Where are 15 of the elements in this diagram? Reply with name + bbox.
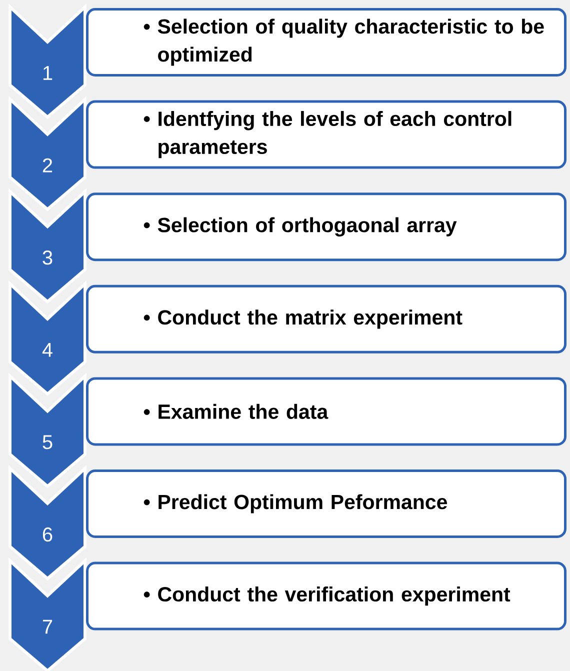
step-box: • Selection of quality characteristic to be optimized: [86, 8, 566, 76]
chevron-step: 1: [8, 4, 86, 119]
step-box: • Identfying the levels of each control parameters: [86, 100, 566, 169]
chevron-step: 2: [8, 96, 86, 212]
chevron-step: 6: [8, 465, 86, 580]
chevron-step: 5: [8, 372, 86, 488]
chevron-step: 7: [8, 557, 86, 671]
step-box: • Selection of orthogaonal array: [86, 192, 566, 262]
node-label: 7: [42, 620, 52, 634]
step-box: • Conduct the verification experiment: [86, 562, 566, 630]
step-box: • Conduct the matrix experiment: [86, 284, 566, 354]
step-box: • Examine the data: [86, 377, 566, 446]
step-box: • Predict Optimum Peformance: [86, 470, 566, 538]
chevron-step: 4: [8, 280, 86, 396]
chevron-step: 3: [8, 188, 86, 304]
